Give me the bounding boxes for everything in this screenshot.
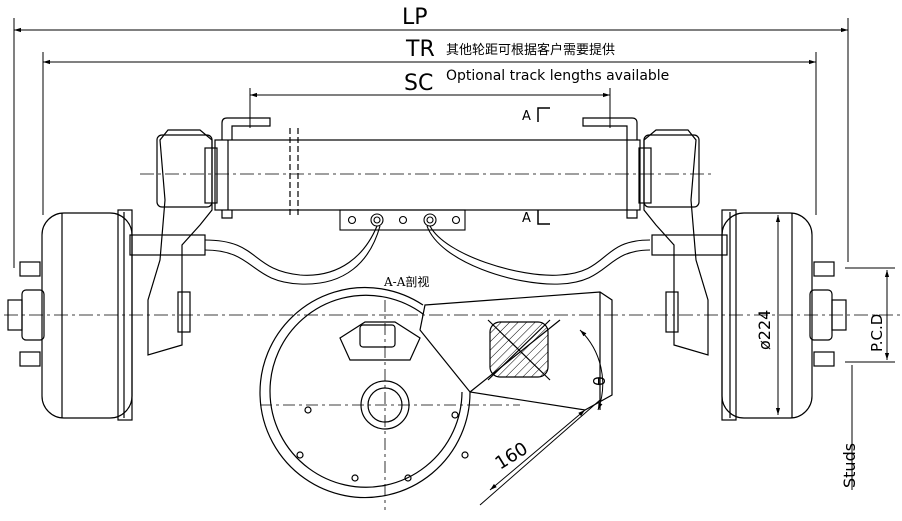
dimension-160-label: 160 — [492, 438, 532, 474]
angle-label: θ — [590, 376, 609, 386]
drum-diameter-label: ø224 — [755, 310, 774, 350]
section-arrow-top — [537, 107, 550, 122]
axle-beam — [214, 128, 641, 215]
tr-dimension — [42, 52, 817, 215]
backing-plate — [259, 286, 471, 499]
left-knuckle — [129, 129, 218, 356]
section-arrow-bottom — [537, 210, 550, 225]
right-knuckle — [638, 129, 728, 356]
lp-label: LP — [402, 5, 428, 30]
section-marker-bottom: A — [522, 211, 531, 226]
sc-note: Optional track lengths available — [446, 68, 669, 84]
tr-note: 其他轮距可根据客户需要提供 — [446, 42, 615, 58]
section-title: A-A剖视 — [383, 274, 429, 289]
right-brake-drum — [721, 209, 847, 421]
pcd-label: P.C.D — [868, 314, 886, 352]
pcd-dimension — [845, 267, 895, 363]
section-marker-top: A — [522, 109, 531, 124]
sc-dimension — [249, 88, 611, 128]
cable-clip-bar — [339, 209, 466, 231]
beam-cross-section — [487, 319, 551, 381]
angle-dimension — [579, 329, 604, 411]
left-bracket — [221, 117, 271, 219]
tr-label: TR — [405, 37, 435, 62]
studs-label: Studs — [840, 443, 859, 488]
dimension-160 — [479, 399, 601, 506]
brake-cables — [204, 225, 651, 285]
lp-dimension — [13, 18, 849, 268]
right-bracket — [582, 117, 638, 219]
sc-label: SC — [404, 71, 433, 96]
